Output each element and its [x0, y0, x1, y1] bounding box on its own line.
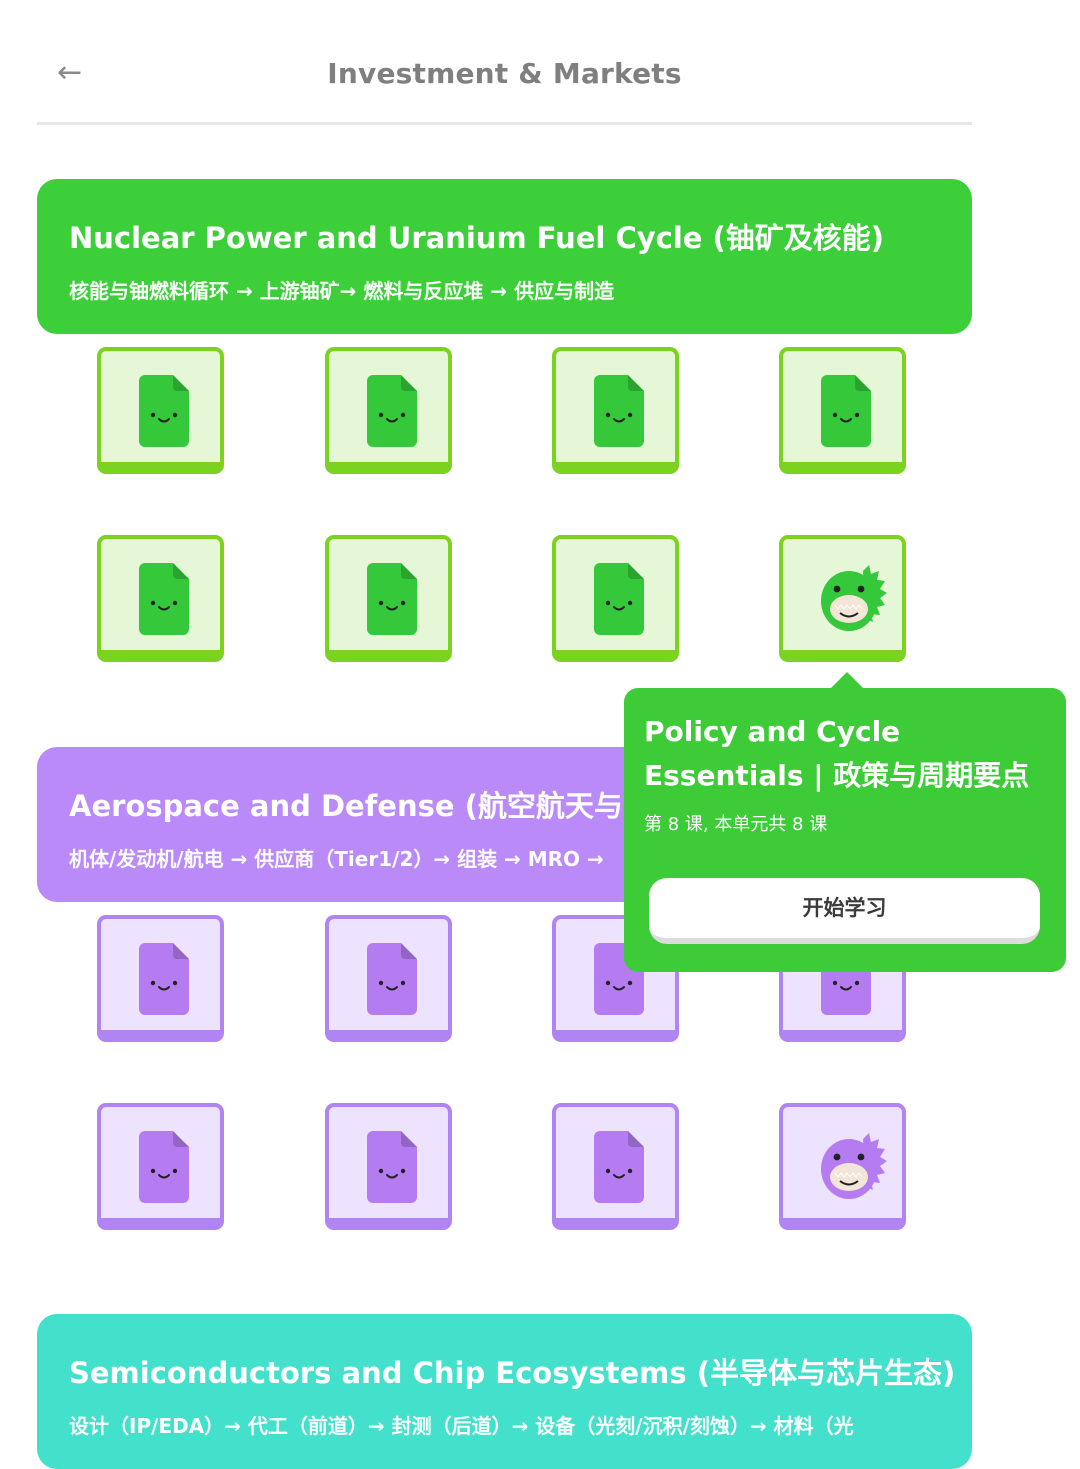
aerospace-lesson-tile-8[interactable]: [779, 1103, 906, 1230]
unit-subtitle: 核能与铀燃料循环 → 上游铀矿→ 燃料与反应堆 → 供应与制造: [69, 279, 615, 303]
unit-banner-semiconductors[interactable]: Semiconductors and Chip Ecosystems (半导体与…: [37, 1314, 972, 1469]
lesson-popover: Policy and Cycle Essentials | 政策与周期要点 第 …: [624, 688, 1066, 972]
arrow-left-icon[interactable]: ←: [57, 55, 83, 90]
smiling-document-icon: [594, 1131, 644, 1203]
smiling-document-icon: [139, 943, 189, 1015]
smiling-document-icon: [594, 375, 644, 447]
nuclear-lesson-tile-4[interactable]: [779, 347, 906, 474]
nuclear-lesson-tile-7[interactable]: [552, 535, 679, 662]
smiling-document-icon: [821, 375, 871, 447]
popover-title: Policy and Cycle Essentials | 政策与周期要点: [644, 715, 1030, 792]
smiling-document-icon: [139, 1131, 189, 1203]
nuclear-lesson-tile-6[interactable]: [325, 535, 452, 662]
dinosaur-mascot-icon: [819, 563, 889, 635]
smiling-document-icon: [594, 563, 644, 635]
aerospace-lesson-tile-5[interactable]: [97, 1103, 224, 1230]
unit-subtitle: 设计（IP/EDA）→ 代工（前道）→ 封测（后道）→ 设备（光刻/沉积/刻蚀）…: [69, 1414, 854, 1438]
nuclear-lesson-tile-8[interactable]: [779, 535, 906, 662]
nuclear-lesson-tile-5[interactable]: [97, 535, 224, 662]
nuclear-lesson-tile-2[interactable]: [325, 347, 452, 474]
nuclear-lesson-tile-1[interactable]: [97, 347, 224, 474]
smiling-document-icon: [139, 563, 189, 635]
smiling-document-icon: [367, 1131, 417, 1203]
smiling-document-icon: [367, 943, 417, 1015]
aerospace-lesson-tile-2[interactable]: [325, 915, 452, 1042]
unit-banner-nuclear[interactable]: Nuclear Power and Uranium Fuel Cycle (铀矿…: [37, 179, 972, 334]
unit-title: Semiconductors and Chip Ecosystems (半导体与…: [69, 1356, 956, 1390]
nuclear-lesson-tile-3[interactable]: [552, 347, 679, 474]
unit-title: Nuclear Power and Uranium Fuel Cycle (铀矿…: [69, 221, 885, 255]
popover-arrow: [830, 672, 864, 689]
aerospace-lesson-tile-1[interactable]: [97, 915, 224, 1042]
top-bar: ← Investment & Markets: [37, 30, 972, 125]
unit-title: Aerospace and Defense (航空航天与国防): [69, 789, 695, 823]
dinosaur-mascot-icon: [819, 1131, 889, 1203]
aerospace-lesson-tile-7[interactable]: [552, 1103, 679, 1230]
aerospace-lesson-tile-6[interactable]: [325, 1103, 452, 1230]
start-learning-button[interactable]: 开始学习: [649, 878, 1040, 944]
smiling-document-icon: [139, 375, 189, 447]
page-title: Investment & Markets: [327, 57, 682, 90]
unit-banner-aerospace[interactable]: Aerospace and Defense (航空航天与国防) 机体/发动机/航…: [37, 747, 972, 902]
smiling-document-icon: [367, 563, 417, 635]
smiling-document-icon: [367, 375, 417, 447]
popover-lesson-count: 第 8 课, 本单元共 8 课: [644, 814, 828, 835]
unit-subtitle: 机体/发动机/航电 → 供应商（Tier1/2）→ 组装 → MRO →: [69, 847, 604, 871]
